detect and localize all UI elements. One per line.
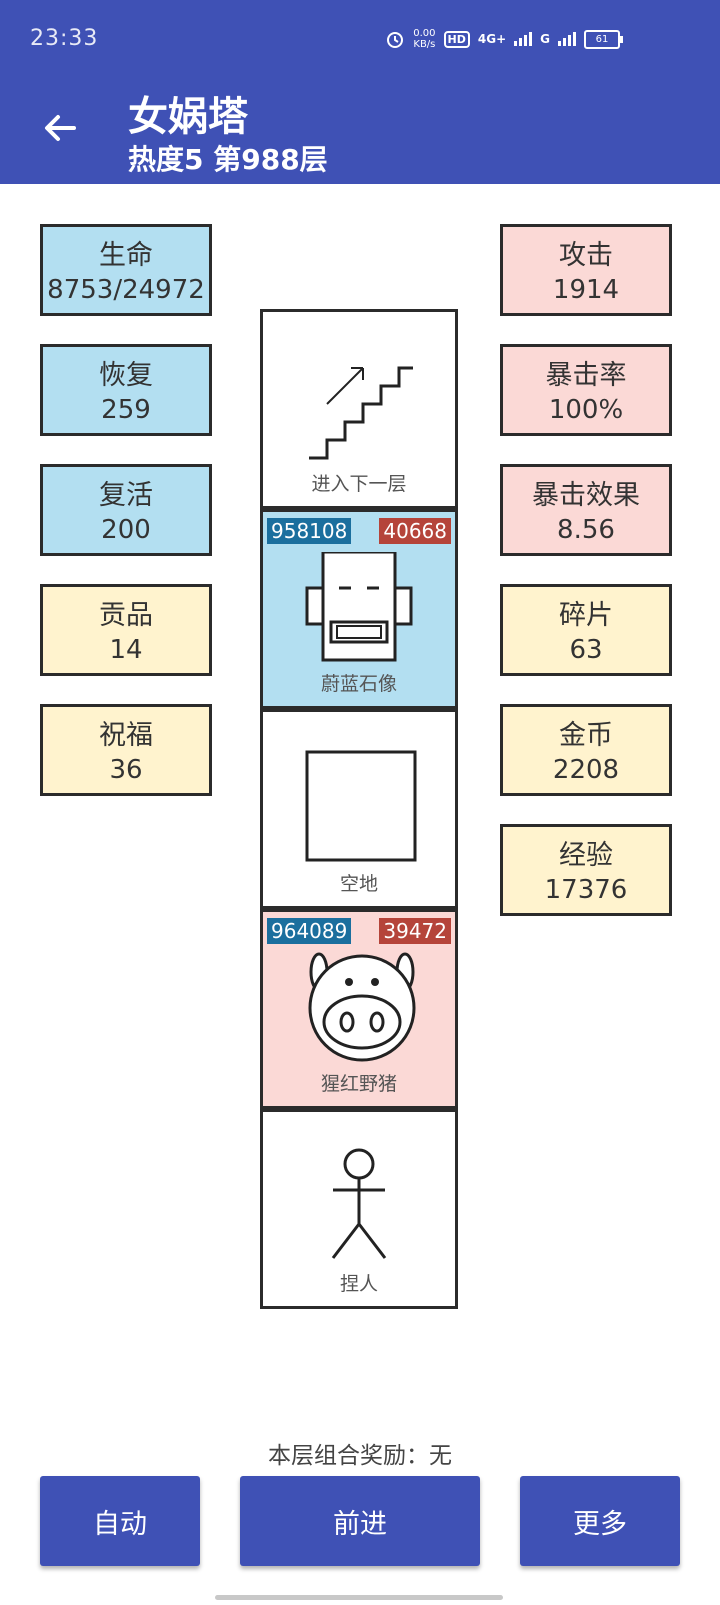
stat-gold: 金币 2208 [500, 704, 672, 796]
page-title: 女娲塔 [128, 94, 248, 140]
network-type-g: G [540, 32, 550, 46]
stat-revive: 复活 200 [40, 464, 212, 556]
battery-icon: 61 [584, 29, 623, 49]
cell-name: 蔚蓝石像 [320, 673, 397, 695]
boar-icon [308, 952, 416, 1062]
stat-crit-effect: 暴击效果 8.56 [500, 464, 672, 556]
signal-bars-icon [514, 32, 533, 46]
forward-button[interactable]: 前进 [240, 1476, 480, 1566]
stat-exp: 经验 17376 [500, 824, 672, 916]
stat-blessing: 祝福 36 [40, 704, 212, 796]
back-arrow-icon[interactable] [40, 108, 80, 148]
tower-cell-next-floor[interactable]: 进入下一层 [260, 309, 458, 509]
stat-crit-rate: 暴击率 100% [500, 344, 672, 436]
tower-cell-monster[interactable]: 964089 39472 猩红野猪 [260, 909, 458, 1109]
status-time: 23:33 [30, 26, 99, 51]
more-button[interactable]: 更多 [520, 1476, 680, 1566]
network-type-4g: 4G+ [477, 32, 507, 46]
floor-reward-text: 本层组合奖励：无 [268, 1443, 452, 1469]
hd-icon: HD [443, 30, 470, 48]
stat-fragments: 碎片 63 [500, 584, 672, 676]
stat-attack: 攻击 1914 [500, 224, 672, 316]
cell-name: 空地 [339, 873, 378, 895]
monster-attack-badge: 39472 [379, 918, 451, 944]
cell-name: 猩红野猪 [320, 1073, 397, 1095]
monster-hp-badge: 958108 [267, 518, 352, 544]
cell-name: 进入下一层 [311, 473, 407, 495]
tower-cell-empty[interactable]: 空地 [260, 709, 458, 909]
alarm-icon [387, 32, 404, 48]
tower-cell-monster[interactable]: 958108 40668 蔚蓝石像 [260, 509, 458, 709]
home-indicator[interactable] [215, 1595, 503, 1600]
cell-name: 捏人 [339, 1273, 378, 1295]
stat-hp: 生命 8753/24972 [40, 224, 212, 316]
tower-cell-player[interactable]: 捏人 [260, 1109, 458, 1309]
stat-regen: 恢复 259 [40, 344, 212, 436]
page-subtitle: 热度5 第988层 [128, 143, 328, 176]
empty-square-icon [305, 750, 417, 862]
stairs-icon [309, 366, 413, 460]
signal-bars-2-icon [558, 32, 576, 46]
stick-figure-icon [331, 1148, 387, 1259]
auto-button[interactable]: 自动 [40, 1476, 200, 1566]
tower-column: 进入下一层 958108 40668 蔚蓝石像 空地 964089 39472 [260, 309, 458, 1309]
stat-tribute: 贡品 14 [40, 584, 212, 676]
stone-statue-icon [305, 552, 413, 662]
monster-hp-badge: 964089 [267, 918, 352, 944]
monster-attack-badge: 40668 [379, 518, 451, 544]
